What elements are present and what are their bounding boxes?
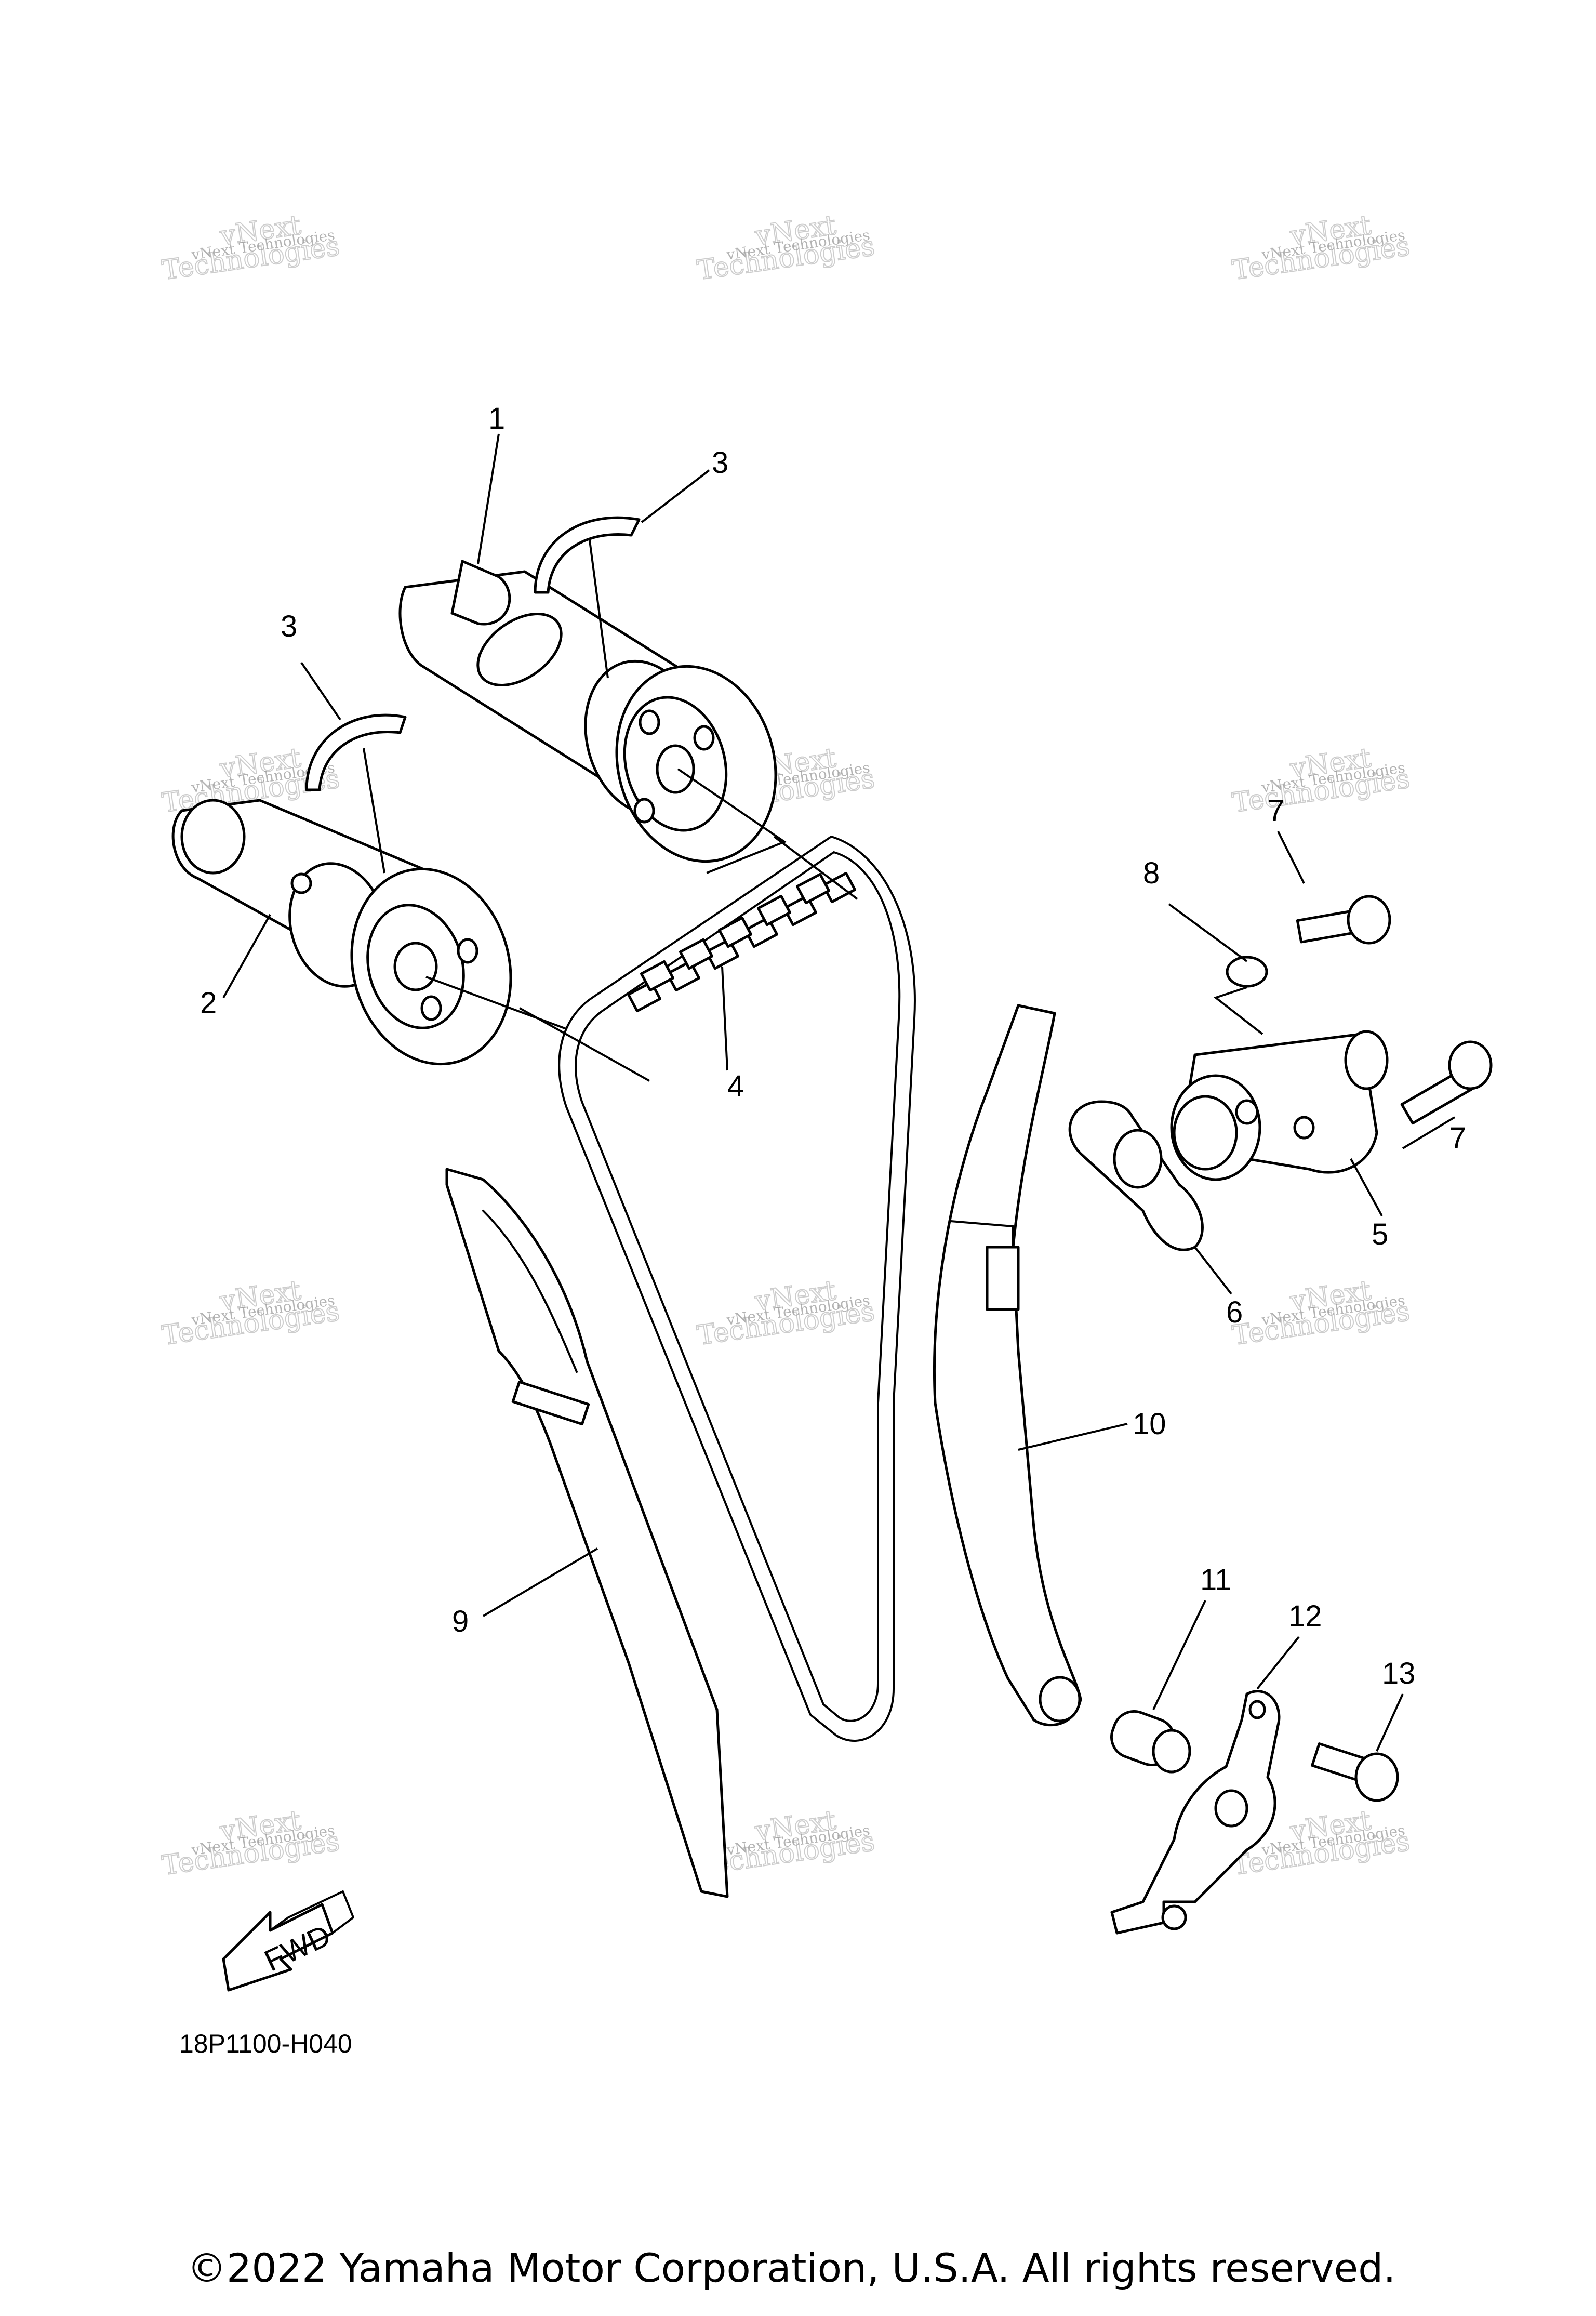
collar [1110, 1710, 1191, 1774]
camshaft-1 [398, 560, 777, 863]
callout-10: 10 [1133, 1407, 1166, 1441]
callout-11: 11 [1200, 1563, 1231, 1597]
tensioner-assy [1170, 1030, 1389, 1181]
callout-labels: 1 2 3 3 4 5 6 7 7 8 9 10 11 12 13 [200, 402, 1466, 1690]
washer [1226, 956, 1268, 988]
chain-guide-intake [445, 1168, 729, 1898]
bolt-stopper [1311, 1742, 1399, 1802]
callout-5: 5 [1372, 1217, 1388, 1251]
callout-7-right: 7 [1449, 1121, 1466, 1155]
callout-3-lower: 3 [281, 610, 297, 643]
clip-upper [534, 516, 641, 594]
exhaust-guide-pad [986, 1246, 1020, 1311]
chain-links [627, 871, 857, 1013]
camshaft-2 [171, 799, 512, 1066]
callout-7-upper: 7 [1268, 794, 1284, 828]
copyright-notice: ©2022 Yamaha Motor Corporation, U.S.A. A… [187, 2245, 1396, 2291]
bolt-upper [1296, 895, 1391, 945]
callout-1: 1 [488, 402, 505, 435]
chain-guide-exhaust [933, 1004, 1082, 1727]
callout-6: 6 [1226, 1295, 1243, 1329]
callout-8: 8 [1143, 856, 1160, 890]
callout-12: 12 [1288, 1599, 1322, 1633]
diagram-code: 18P1100-H040 [179, 2029, 352, 2058]
cam-chain [558, 836, 916, 1742]
callout-9: 9 [452, 1605, 469, 1638]
callout-3-upper: 3 [712, 446, 728, 480]
exhaust-guide-pivot [1039, 1676, 1081, 1723]
callout-4: 4 [727, 1069, 744, 1103]
callout-13: 13 [1382, 1657, 1416, 1690]
stopper-guide [1110, 1690, 1281, 1935]
bolt-right [1400, 1040, 1493, 1125]
callout-2: 2 [200, 986, 217, 1020]
leader-lines [222, 433, 1456, 1752]
fwd-arrow-icon: FWD [222, 1890, 354, 1992]
intake-guide-mount [511, 1380, 590, 1426]
clip-lower [305, 713, 407, 791]
